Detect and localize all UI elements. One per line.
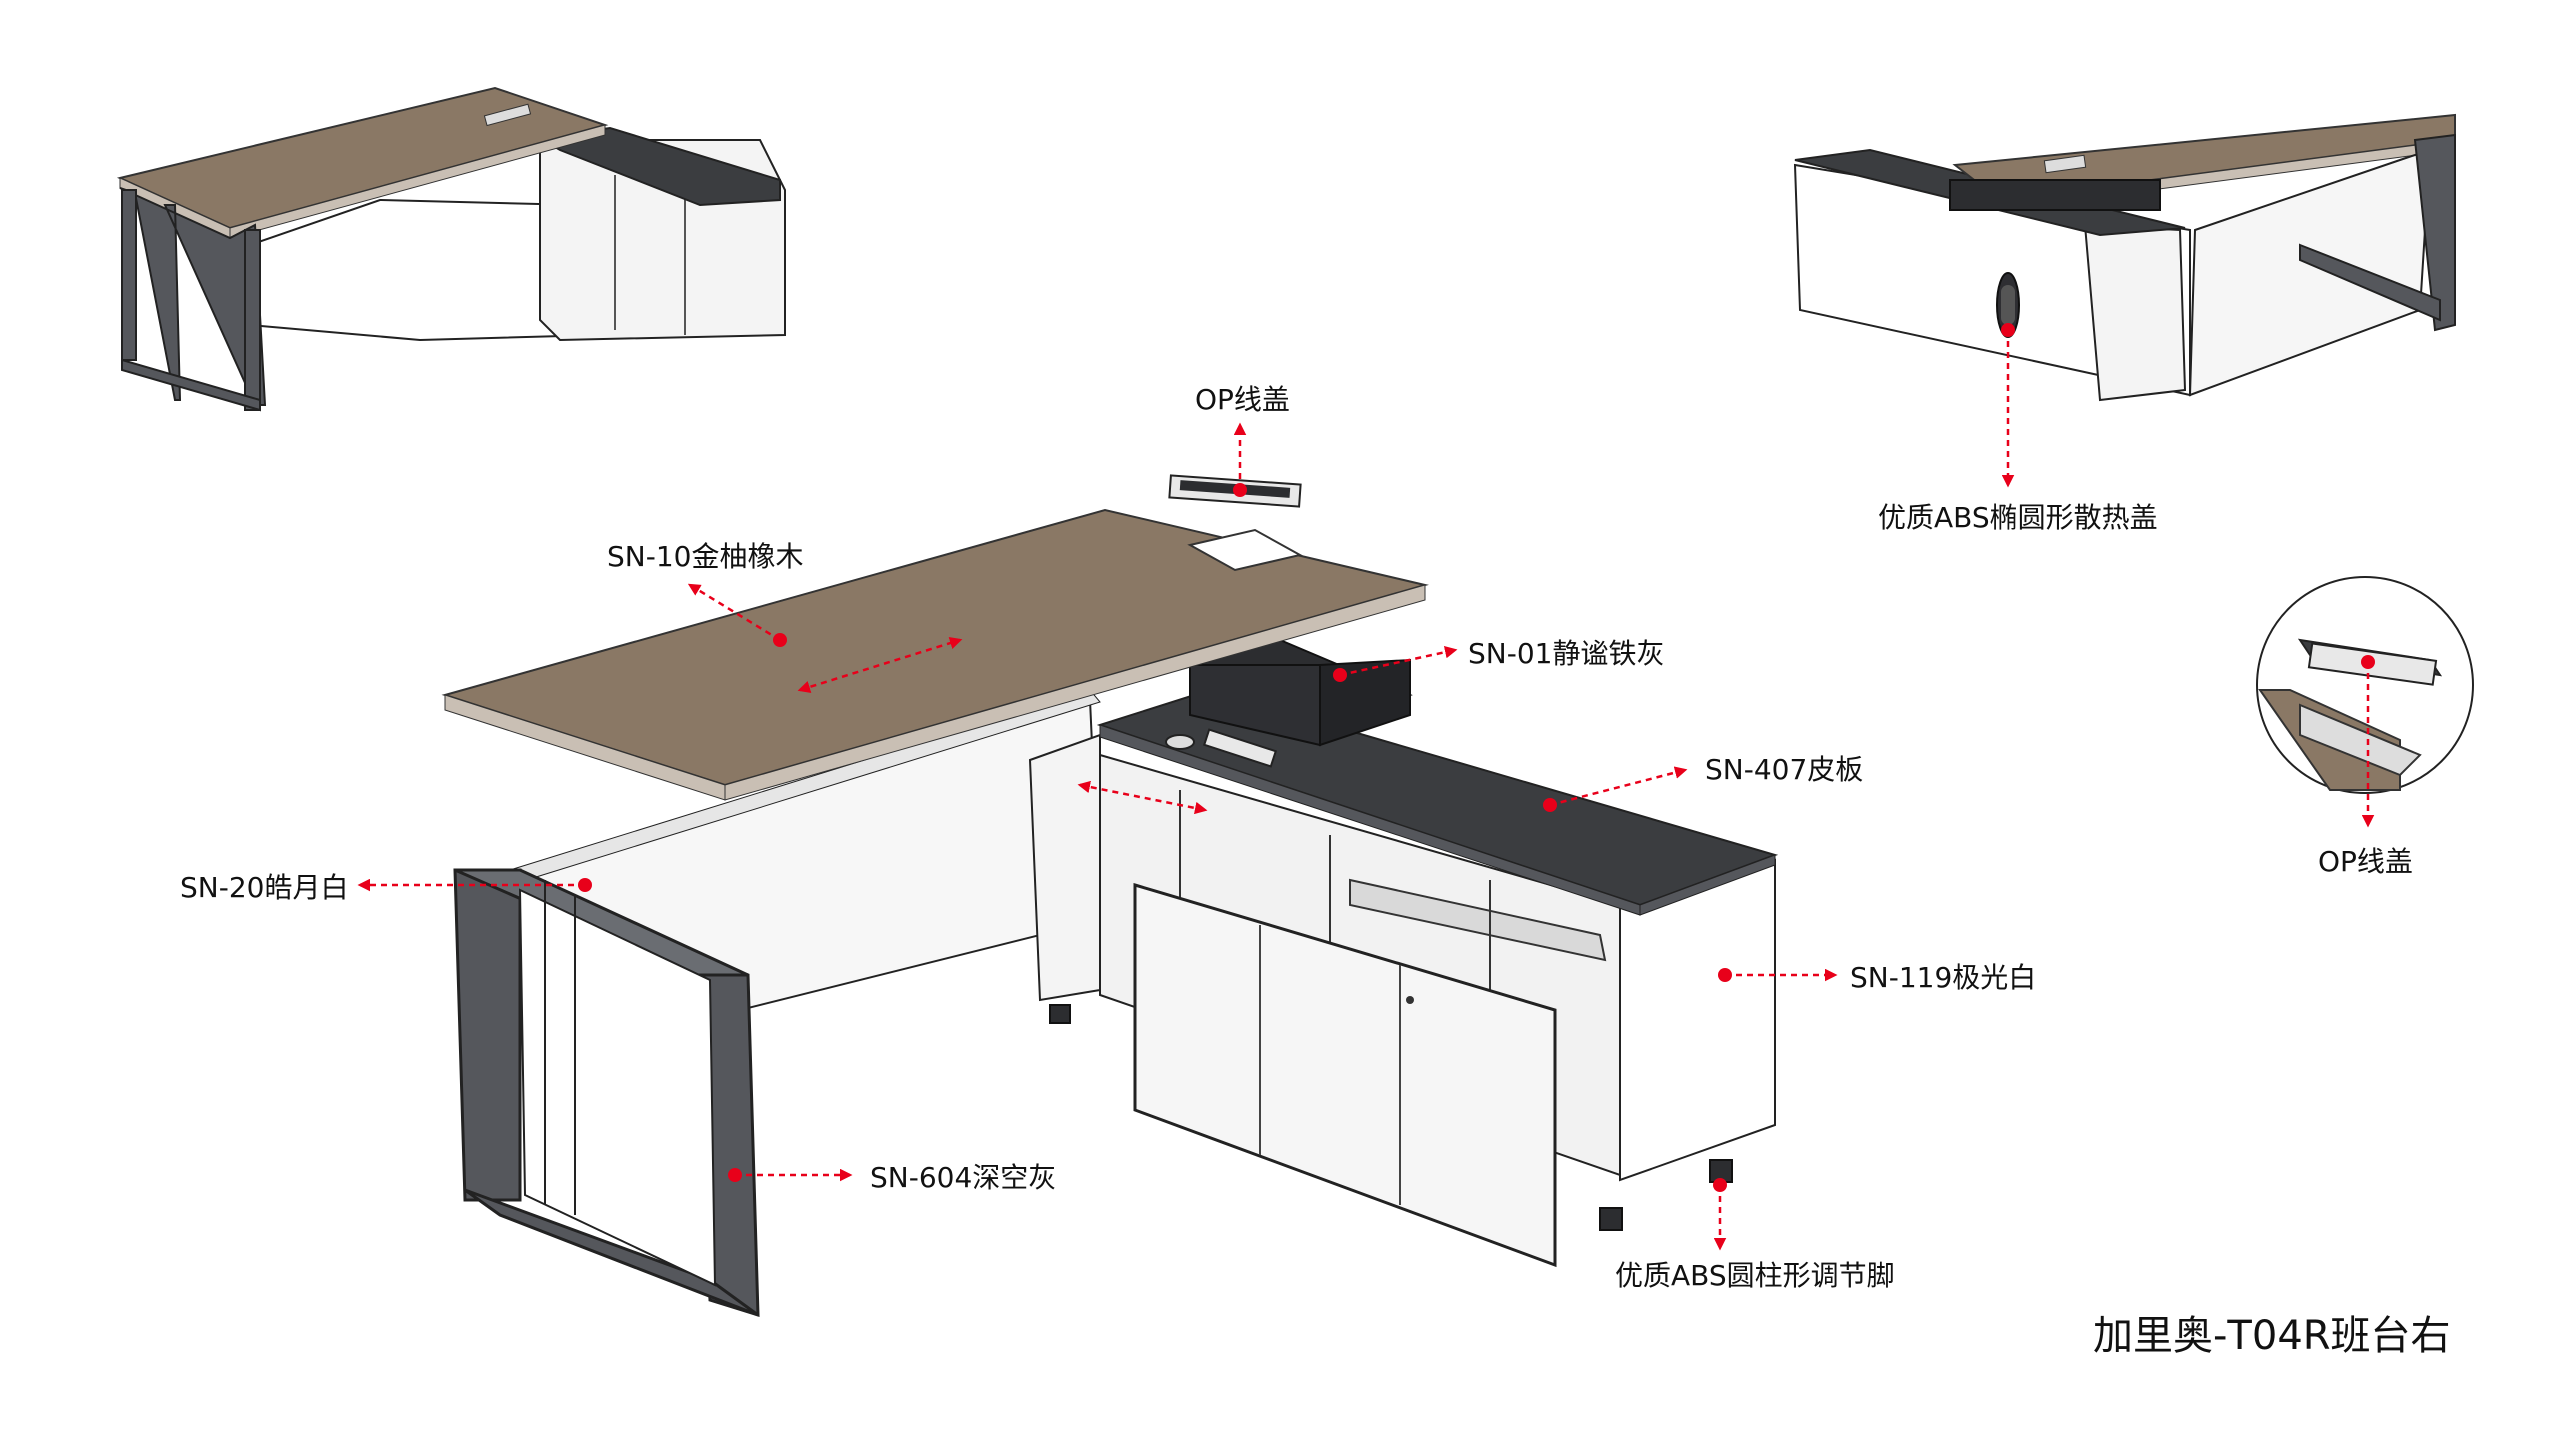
label-vent-cover: 优质ABS椭圆形散热盖 <box>1878 501 2158 534</box>
label-op-cover-top: OP线盖 <box>1195 383 1290 416</box>
label-op-cover-detail: OP线盖 <box>2318 845 2413 878</box>
main-desk <box>441 474 1779 1318</box>
label-ultra-white: SN-119极光白 <box>1850 961 2037 994</box>
label-leather-board: SN-407皮板 <box>1705 753 1864 786</box>
label-wood-top: SN-10金柚橡木 <box>607 540 804 573</box>
mini-desk-right <box>1793 113 2456 402</box>
callouts <box>357 330 2375 1251</box>
mini-desk-left <box>116 86 786 412</box>
label-moon-white: SN-20皓月白 <box>180 871 349 904</box>
label-grey-cabinet: SN-01静谧铁灰 <box>1468 637 1665 670</box>
product-title: 加里奥-T04R班台右 <box>2093 1313 2451 1359</box>
label-frame-grey: SN-604深空灰 <box>870 1161 1057 1194</box>
callout-dots <box>578 323 2375 1192</box>
label-adjust-feet: 优质ABS圆柱形调节脚 <box>1615 1259 1895 1292</box>
op-cover-detail-circle <box>2256 576 2474 794</box>
